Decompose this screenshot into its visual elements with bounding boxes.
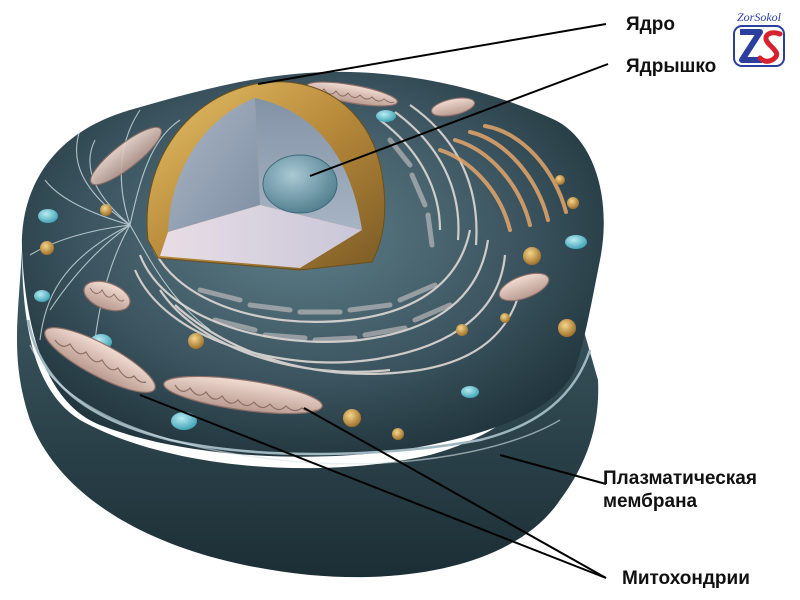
leader-membrane bbox=[499, 454, 607, 485]
plasma-membrane-rim bbox=[26, 319, 592, 456]
nucleus-cut-face-bottom bbox=[160, 205, 362, 268]
nucleolus bbox=[262, 154, 338, 214]
cytoskeleton-filaments bbox=[29, 109, 211, 341]
endoplasmic-reticulum bbox=[133, 104, 522, 375]
mitochondrion-2 bbox=[163, 375, 323, 415]
leader-mito-2 bbox=[303, 407, 607, 579]
er-cisternae bbox=[197, 137, 453, 343]
mitochondrion-6 bbox=[498, 272, 550, 302]
label-mitochondria: Митохондрии bbox=[622, 568, 750, 589]
cell-side-wall bbox=[17, 250, 599, 578]
mitochondrion-3 bbox=[83, 280, 131, 312]
mitochondrion-5 bbox=[430, 97, 476, 117]
leader-nucleolus bbox=[309, 63, 609, 177]
vesicles-gold bbox=[40, 175, 579, 440]
mitochondrion-1 bbox=[44, 327, 156, 393]
nucleus bbox=[146, 81, 386, 271]
label-nucleus: Ядро bbox=[626, 14, 675, 35]
golgi-apparatus bbox=[438, 124, 568, 232]
leader-mito-1 bbox=[139, 394, 607, 579]
leader-lines bbox=[139, 23, 609, 579]
zorsokol-logo: ZorSokol bbox=[726, 10, 792, 68]
leader-nucleus bbox=[257, 23, 607, 85]
nucleus-cut-face-left bbox=[168, 98, 260, 232]
mitochondrion-7 bbox=[89, 126, 163, 186]
label-plasma-membrane: Плазматическая мембрана bbox=[603, 468, 757, 512]
plasma-membrane-rim-lower bbox=[29, 344, 561, 465]
logo-text: ZorSokol bbox=[736, 10, 781, 24]
logo-monogram-icon bbox=[733, 25, 785, 67]
label-nucleolus: Ядрышко bbox=[626, 56, 717, 77]
